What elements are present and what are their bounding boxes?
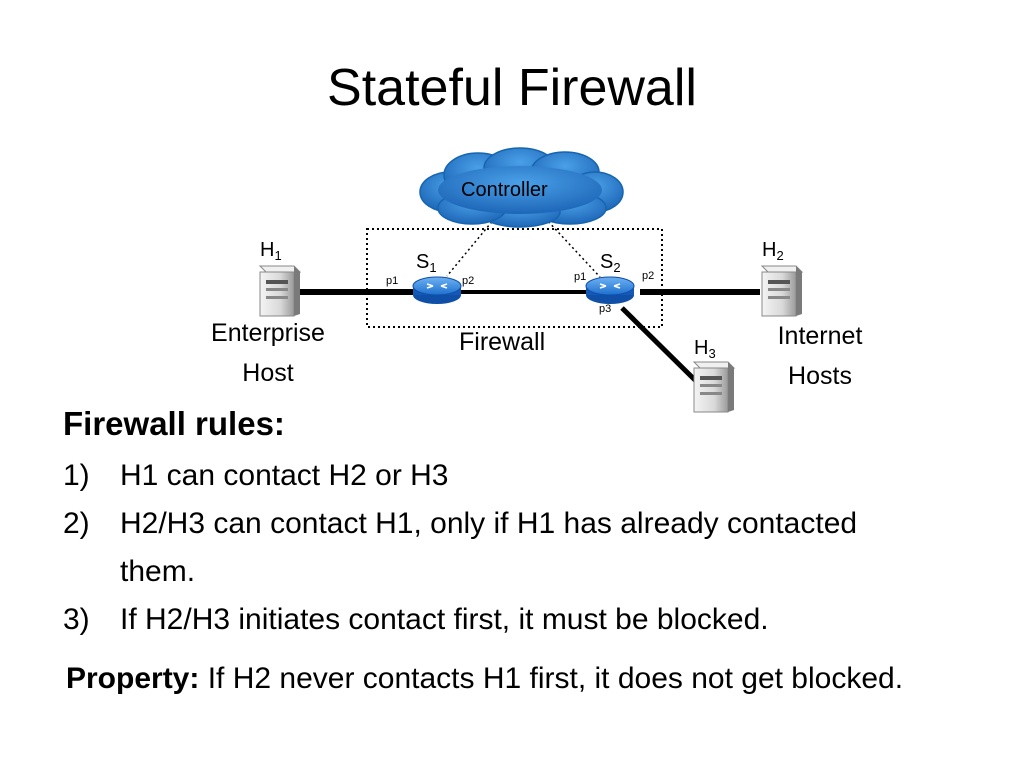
host-h1-label: H1 — [260, 239, 282, 263]
property-statement: Property: If H2 never contacts H1 first,… — [66, 656, 966, 702]
rule-number: 3) — [63, 603, 90, 636]
router-icon — [412, 276, 462, 304]
firewall-label: Firewall — [459, 328, 546, 356]
controller-link-s2 — [544, 217, 601, 278]
server-icon — [760, 265, 804, 317]
server-icon — [258, 265, 302, 317]
rule-number: 1) — [63, 459, 90, 492]
s2-port-p1: p1 — [574, 271, 587, 283]
s2-port-p3: p3 — [599, 303, 612, 315]
router-icon — [585, 276, 635, 304]
s2-port-p2: p2 — [642, 270, 655, 282]
slide-title: Stateful Firewall — [327, 59, 697, 117]
s1-port-p2: p2 — [462, 275, 475, 287]
firewall-boundary — [366, 228, 663, 328]
rule-text: If H2/H3 initiates contact first, it mus… — [120, 603, 769, 636]
s1-port-p1: p1 — [386, 275, 399, 287]
controller-label: Controller — [461, 179, 548, 201]
internet-hosts-caption: Internet Hosts — [777, 322, 863, 390]
network-links — [298, 289, 760, 384]
rules-heading: Firewall rules: — [63, 405, 285, 442]
property-label: Property: — [66, 662, 200, 695]
host-h3-label: H3 — [694, 337, 716, 361]
cloud-icon — [419, 147, 624, 228]
switch-s1-label: S1 — [416, 251, 437, 275]
rule-number: 2) — [63, 507, 90, 540]
property-text: If H2 never contacts H1 first, it does n… — [199, 662, 904, 695]
link-s2-h3 — [620, 306, 699, 384]
rule-text: H1 can contact H2 or H3 — [120, 459, 449, 492]
controller-link-s1 — [446, 217, 496, 277]
server-icon — [692, 361, 736, 413]
host-h2-label: H2 — [762, 239, 784, 263]
rule-text: H2/H3 can contact H1, only if H1 has alr… — [120, 507, 858, 588]
enterprise-host-caption: Enterprise Host — [211, 319, 325, 387]
switch-s2-label: S2 — [600, 251, 621, 275]
